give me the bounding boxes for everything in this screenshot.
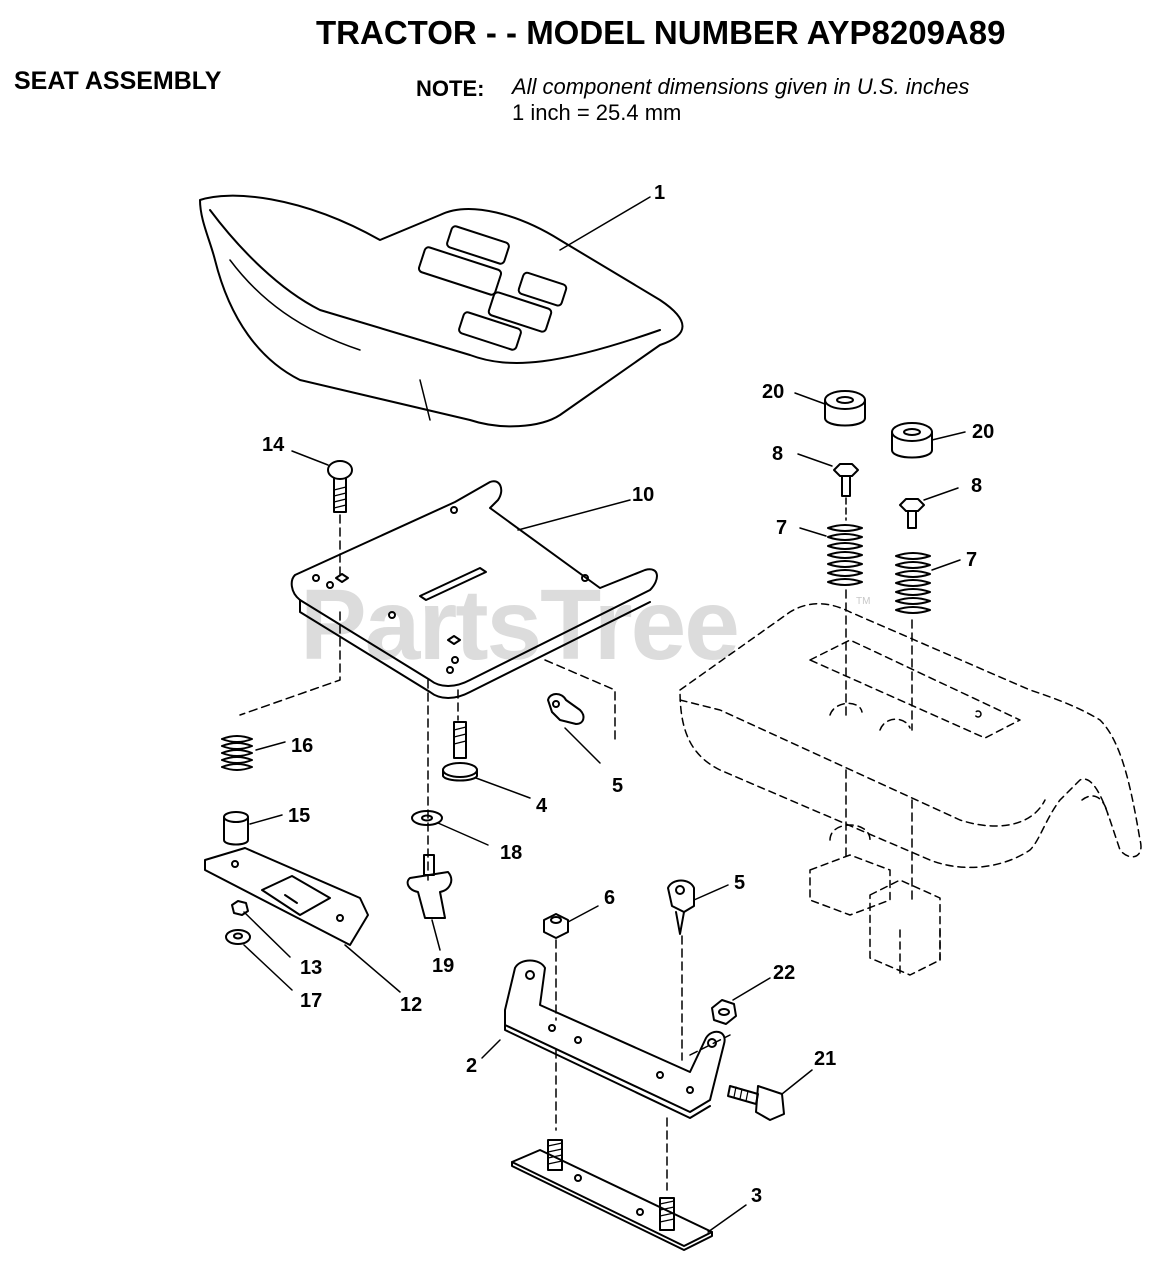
plate-3-part[interactable]: [511, 1139, 747, 1251]
callout-5b: 5: [734, 872, 746, 894]
callout-21: 21: [814, 1048, 837, 1070]
screw-4-part[interactable]: [442, 721, 531, 799]
callout-13: 13: [300, 957, 323, 979]
callout-17: 17: [300, 990, 323, 1012]
clip-5a-part[interactable]: [547, 693, 601, 764]
section-title: SEAT ASSEMBLY: [14, 67, 222, 95]
bolt-8a-part[interactable]: [797, 453, 859, 521]
knob-19-part[interactable]: [406, 854, 453, 951]
bolt-21-part[interactable]: [727, 1069, 813, 1121]
callout-6: 6: [604, 887, 616, 909]
callout-7a: 7: [776, 517, 788, 539]
callout-19: 19: [432, 955, 455, 977]
callout-10: 10: [632, 484, 655, 506]
bolt-14-part[interactable]: [291, 450, 353, 576]
callout-3: 3: [751, 1185, 763, 1207]
bolt-8b-part[interactable]: [899, 487, 959, 529]
callout-12: 12: [400, 994, 423, 1016]
seat-pan-part[interactable]: [290, 480, 658, 699]
bracket-12-part[interactable]: [204, 847, 401, 993]
watermark-tm: TM: [856, 596, 871, 607]
spacer-15-part[interactable]: [223, 811, 283, 846]
washer-17-part[interactable]: [225, 929, 293, 991]
note-text: All component dimensions given in U.S. i…: [512, 74, 969, 126]
washer-18-part[interactable]: [411, 810, 489, 846]
spring-7a-part[interactable]: [799, 524, 863, 721]
callout-20b: 20: [972, 421, 995, 443]
callout-8a: 8: [772, 443, 784, 465]
bushing-20a-part[interactable]: [794, 390, 866, 427]
callout-1: 1: [654, 182, 666, 204]
callout-16: 16: [291, 735, 314, 757]
note-line-2: 1 inch = 25.4 mm: [512, 100, 682, 125]
nut-6-part[interactable]: [543, 905, 599, 1021]
watermark: PartsTree: [300, 569, 740, 681]
callout-22: 22: [773, 962, 796, 984]
note-line-1: All component dimensions given in U.S. i…: [512, 74, 970, 99]
spring-7b-part[interactable]: [895, 552, 961, 731]
callout-8b: 8: [971, 475, 983, 497]
bushing-20b-part[interactable]: [891, 422, 966, 459]
callout-14: 14: [262, 434, 285, 456]
callout-20a: 20: [762, 381, 785, 403]
callout-18: 18: [500, 842, 523, 864]
nut-13-part[interactable]: [231, 900, 291, 958]
clip-5b-part[interactable]: [667, 879, 729, 1061]
callout-2: 2: [466, 1055, 478, 1077]
spring-16-part[interactable]: [221, 735, 286, 771]
mount-bracket-2-part[interactable]: [481, 959, 726, 1119]
callout-7b: 7: [966, 549, 978, 571]
nut-22-part[interactable]: [711, 977, 771, 1025]
seat-part[interactable]: [199, 194, 684, 428]
callout-4: 4: [536, 795, 548, 817]
callout-5a: 5: [612, 775, 624, 797]
page-title: TRACTOR - - MODEL NUMBER AYP8209A89: [316, 14, 1006, 51]
callout-15: 15: [288, 805, 311, 827]
note-label: NOTE:: [416, 76, 485, 101]
fender-reference: [679, 603, 1142, 976]
